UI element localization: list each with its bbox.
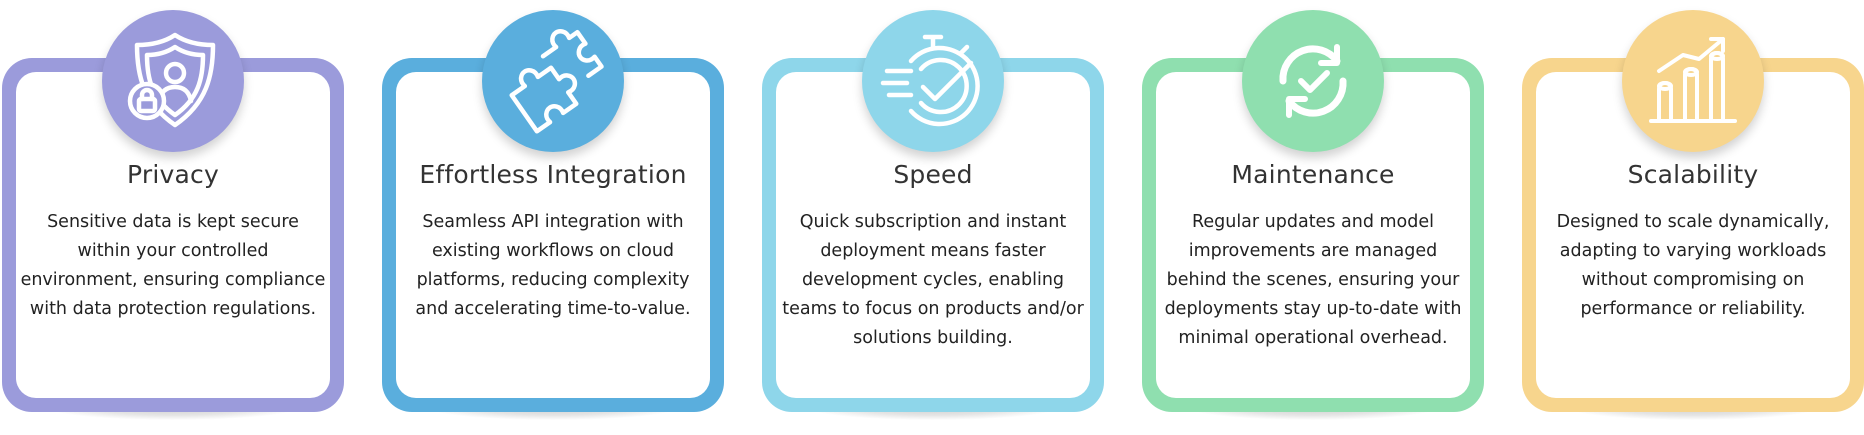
card-frame — [1142, 58, 1484, 412]
puzzle-pieces-icon — [509, 29, 604, 134]
card-description: Seamless API integration with existing w… — [415, 212, 691, 319]
card-title: Scalability — [1627, 160, 1759, 189]
card-effortless-integration: Effortless Integration Seamless API inte… — [382, 10, 724, 420]
shield-user-lock-icon — [127, 32, 216, 128]
card-speed: Speed Quick subscription and instant dep… — [762, 10, 1104, 420]
card-badge — [862, 10, 1004, 152]
stopwatch-check-icon — [880, 34, 980, 127]
card-maintenance: Maintenance Regular updates and model im… — [1142, 10, 1484, 420]
card-privacy: Privacy Sensitive data is kept secure wi… — [2, 10, 344, 420]
card-description: Regular updates and model improvements a… — [1164, 212, 1462, 348]
card-scalability: Scalability Designed to scale dynamicall… — [1522, 10, 1864, 420]
card-title: Maintenance — [1231, 160, 1395, 189]
card-badge — [102, 10, 244, 152]
card-badge — [1242, 10, 1384, 152]
card-description: Designed to scale dynamically, adapting … — [1556, 212, 1830, 319]
refresh-check-icon — [1279, 44, 1347, 118]
card-title: Privacy — [127, 160, 219, 189]
card-badge — [482, 10, 624, 152]
card-description: Sensitive data is kept secure within you… — [20, 212, 326, 319]
card-description: Quick subscription and instant deploymen… — [782, 212, 1084, 348]
card-title: Speed — [893, 160, 973, 189]
growth-chart-icon — [1649, 37, 1737, 123]
card-title: Effortless Integration — [419, 160, 687, 189]
card-badge — [1622, 10, 1764, 152]
